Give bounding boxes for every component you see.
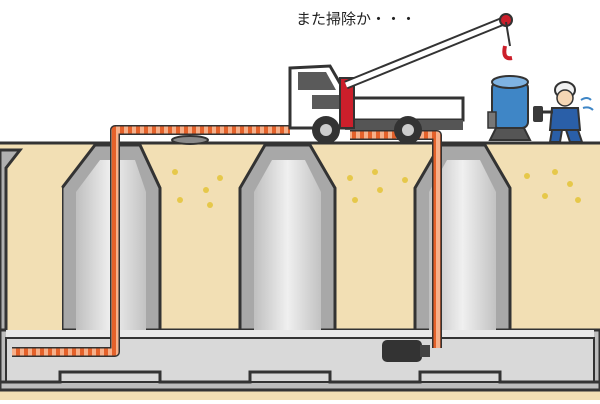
speech-caption: また掃除か・・・: [296, 10, 417, 28]
manhole-shaft-3: [413, 143, 512, 332]
suction-hose: [12, 125, 442, 357]
submersible-pump-icon: [487, 75, 532, 141]
crane-truck-icon: [288, 13, 513, 144]
manhole-shaft-2: [238, 143, 337, 332]
manhole-cover: [171, 135, 209, 145]
drain-pump-icon: [382, 340, 430, 362]
worker-icon: [533, 81, 594, 143]
